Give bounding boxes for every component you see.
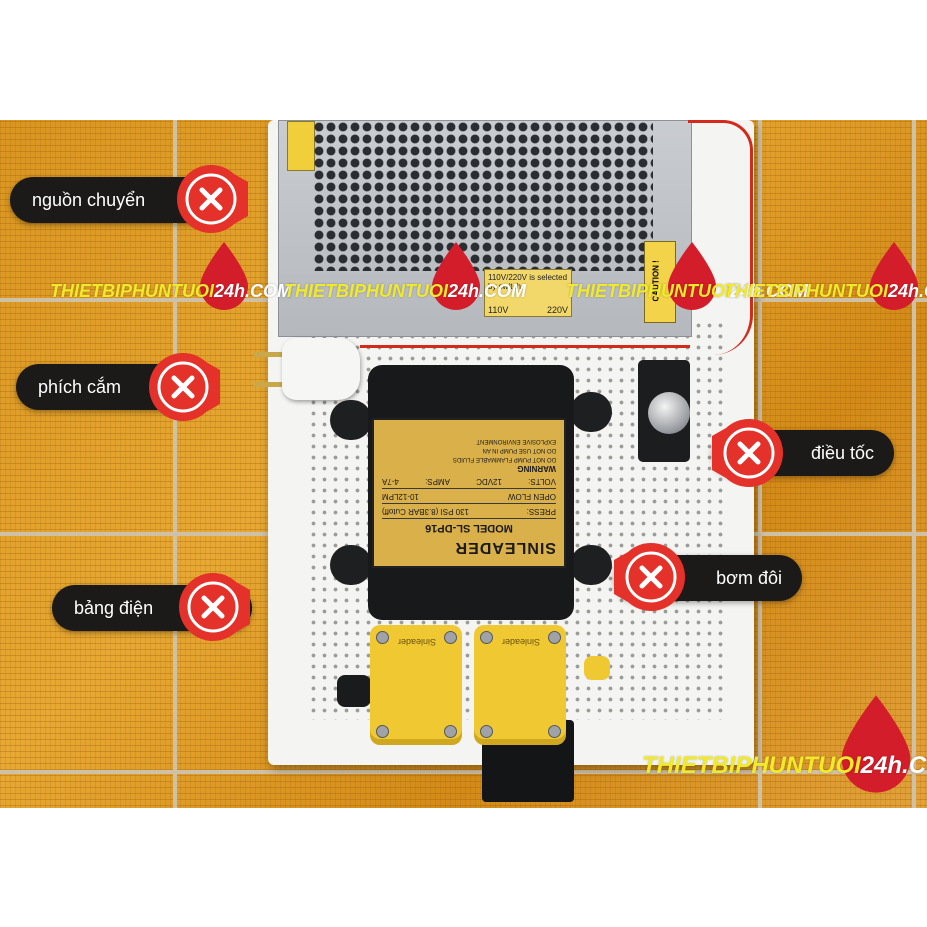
pump-brand: SINLEADER (454, 539, 556, 556)
callout-label: bảng điện (74, 597, 154, 618)
pump-head-left: Sinleader (370, 625, 462, 745)
psu-110v-label: 110V (488, 305, 509, 315)
bolt (480, 631, 493, 644)
watermark-suffix: 24h.COM (730, 281, 809, 301)
pump-spec-row: PRESS: 130 PSI (8.3BAR Cutoff) (382, 507, 556, 519)
pump-note: DO NOT PUMP FLAMMABLE FLUIDS (452, 456, 556, 462)
tile-grout (173, 120, 177, 808)
tile-grout (0, 770, 927, 774)
red-wire (360, 345, 690, 358)
close-icon (179, 573, 250, 641)
flow-value: 10-12LPM (382, 492, 419, 501)
watermark-text: THIETBIPHUNTUOI24h.COM (724, 281, 927, 302)
amps-label: AMPS: (425, 477, 450, 486)
close-icon (712, 419, 783, 487)
water-drop-icon (432, 242, 480, 310)
bolt (444, 725, 457, 738)
watermark-suffix: 24h.COM (860, 752, 927, 779)
pump-head-text: Sinleader (398, 637, 437, 647)
watermark-text: THIETBIPHUNTUOI24h.COM (566, 281, 808, 302)
bolt (444, 631, 457, 644)
red-wire (688, 120, 753, 355)
pump-mount-ear (330, 400, 372, 440)
watermark-suffix: 24h.COM (888, 281, 927, 301)
volts-value: 12VDC (476, 477, 502, 486)
bolt (376, 631, 389, 644)
pump-warning: WARNING (517, 464, 556, 473)
callout-label: bơm đôi (716, 567, 782, 588)
amps-value: 4-7A (382, 477, 399, 486)
press-label: PRESS: (526, 507, 556, 516)
pump-label: SINLEADER MODEL SL-DP16 PRESS: 130 PSI (… (372, 418, 566, 568)
bolt (548, 725, 561, 738)
power-supply: 110V/220V is selected by switch 110V 220… (278, 120, 692, 337)
water-drop-icon (841, 695, 911, 793)
tile-grout (912, 120, 916, 808)
psu-220v-label: 220V (546, 305, 568, 315)
pump-head-text: Sinleader (502, 637, 541, 647)
water-drop-icon (200, 242, 248, 310)
watermark-text: THIETBIPHUNTUOI24h.COM (284, 281, 526, 302)
pump-mount-ear (570, 392, 612, 432)
bolt (548, 631, 561, 644)
pump-mount-ear (330, 545, 372, 585)
callout-label: phích cắm (38, 376, 122, 397)
close-icon (614, 543, 685, 611)
watermark-prefix: THIETBIPHUNTUOI (50, 281, 214, 301)
pump-model: MODEL SL-DP16 (425, 522, 513, 534)
flow-label: OPEN FLOW (507, 492, 556, 501)
pump-note: EXPLOSIVE ENVIRONMENT (476, 438, 556, 445)
psu-voltage-sticker: 110V/220V is selected by switch 110V 220… (484, 269, 572, 317)
outlet-fitting (337, 675, 371, 707)
watermark-text: THIETBIPHUNTUOI24h.COM (642, 752, 927, 780)
callout-label: nguồn chuyển (32, 189, 146, 210)
close-icon (149, 353, 220, 421)
pump-note: DO NOT USE PUMP IN AN (482, 447, 556, 454)
plug-prong (254, 382, 284, 387)
psu-sticker-note: 110V/220V is selected by switch (488, 273, 568, 291)
water-drop-icon (870, 242, 918, 310)
watermark-text: THIETBIPHUNTUOI24h.COM (50, 281, 292, 302)
pump-head-right: Sinleader (474, 625, 566, 745)
close-icon (177, 165, 248, 233)
power-plug (282, 338, 360, 400)
press-value: 130 PSI (8.3BAR Cutoff) (382, 507, 470, 516)
callout-label: điều tốc (810, 442, 874, 463)
watermark-prefix: THIETBIPHUNTUOI (566, 281, 730, 301)
psu-vent-mesh (313, 121, 653, 271)
watermark-suffix: 24h.COM (448, 281, 527, 301)
psu-side-sticker (287, 121, 315, 171)
bolt (480, 725, 493, 738)
watermark-suffix: 24h.COM (214, 281, 293, 301)
pump-spec-row: VOLTS: 12VDC AMPS: 4-7A (382, 477, 556, 489)
volts-label: VOLTS: (528, 477, 556, 486)
water-drop-icon (668, 242, 716, 310)
pump-mount-ear (570, 545, 612, 585)
watermark-prefix: THIETBIPHUNTUOI (724, 281, 888, 301)
bolt (376, 725, 389, 738)
inlet-fitting (584, 656, 610, 680)
watermark-prefix: THIETBIPHUNTUOI (284, 281, 448, 301)
watermark-prefix: THIETBIPHUNTUOI (642, 752, 861, 779)
pump-spec-row: OPEN FLOW 10-12LPM (382, 492, 556, 504)
speed-knob (648, 392, 690, 434)
plug-prong (254, 352, 284, 357)
